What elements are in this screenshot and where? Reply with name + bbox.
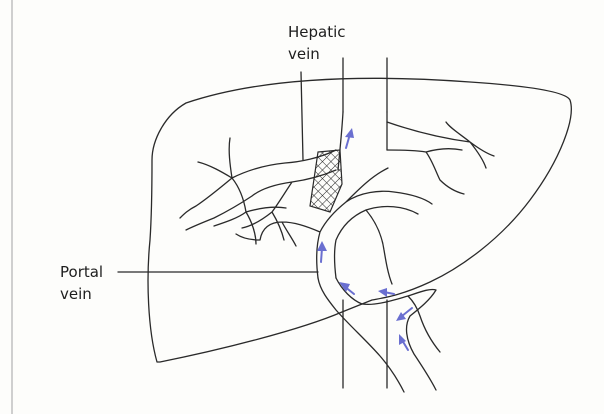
flow-arrow-icon: [345, 128, 354, 148]
portal-vein-label-line1: Portal: [60, 262, 103, 282]
hepatic-vein-label-line2: vein: [288, 44, 320, 64]
flow-arrow-icon: [396, 308, 412, 321]
liver-outline: [148, 78, 571, 362]
vena-cava: [343, 58, 387, 388]
flow-arrow-icon: [317, 241, 327, 262]
shunt-mesh: [310, 150, 342, 212]
hepatic-vein-label-line1: Hepatic: [288, 22, 346, 42]
hepatic-vein-right: [387, 122, 494, 194]
splenic-vein: [318, 278, 436, 392]
hepatic-label-leader: [301, 72, 303, 160]
portal-vein-label-line2: vein: [60, 284, 92, 304]
